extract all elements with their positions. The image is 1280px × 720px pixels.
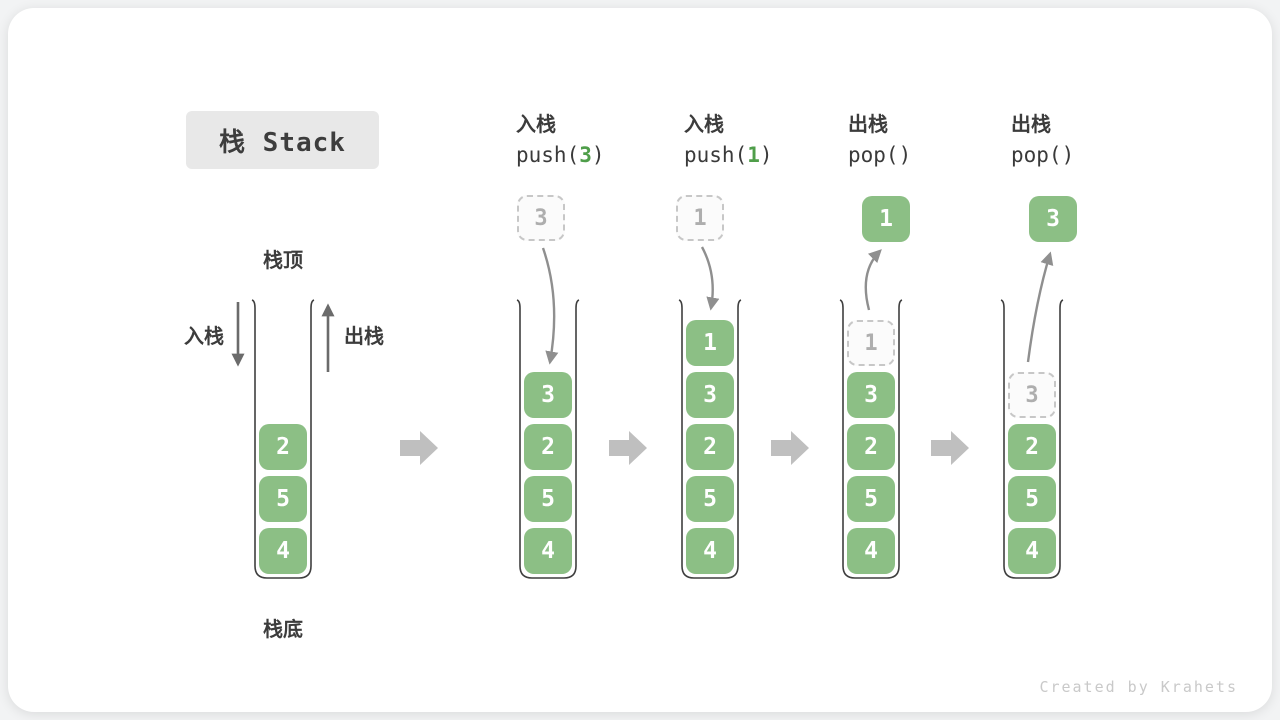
stack-cell: 5 bbox=[524, 476, 572, 522]
op-code-pop1: pop() bbox=[848, 143, 911, 167]
push-label: 入栈 bbox=[184, 326, 224, 348]
diagram-title: 栈 Stack bbox=[186, 111, 379, 169]
pop-label: 出栈 bbox=[344, 326, 384, 348]
popped-value-box: 3 bbox=[1029, 196, 1077, 242]
stack-cell: 1 bbox=[686, 320, 734, 366]
incoming-value-box: 1 bbox=[676, 195, 724, 241]
op-label-push3: 入栈 bbox=[516, 114, 556, 136]
code-arg: 3 bbox=[579, 143, 592, 167]
code-pre: pop() bbox=[1011, 143, 1075, 167]
code-pre: push( bbox=[516, 143, 580, 167]
code-post: ) bbox=[759, 143, 773, 167]
stack-cell: 5 bbox=[259, 476, 307, 522]
stack-cell: 4 bbox=[524, 528, 572, 574]
stack-cell: 3 bbox=[686, 372, 734, 418]
popped-value-box: 1 bbox=[862, 196, 910, 242]
ghost-cell: 1 bbox=[847, 320, 895, 366]
code-pre: pop() bbox=[848, 143, 912, 167]
ghost-cell: 3 bbox=[1008, 372, 1056, 418]
watermark: Created by Krahets bbox=[1039, 678, 1238, 696]
stack-cell: 3 bbox=[524, 372, 572, 418]
stack-cell: 2 bbox=[259, 424, 307, 470]
op-label-pop3: 出栈 bbox=[1011, 114, 1051, 136]
stack-cell: 2 bbox=[1008, 424, 1056, 470]
stack-cell: 2 bbox=[847, 424, 895, 470]
op-code-pop3: pop() bbox=[1011, 143, 1074, 167]
code-post: ) bbox=[591, 143, 605, 167]
stack-cell: 4 bbox=[686, 528, 734, 574]
stack-cell: 4 bbox=[259, 528, 307, 574]
stack-cell: 2 bbox=[686, 424, 734, 470]
stack-cell: 5 bbox=[686, 476, 734, 522]
code-pre: push( bbox=[684, 143, 748, 167]
op-code-push3: push(3) bbox=[516, 143, 605, 167]
op-label-pop1: 出栈 bbox=[848, 114, 888, 136]
stack-cell: 5 bbox=[1008, 476, 1056, 522]
code-arg: 1 bbox=[747, 143, 760, 167]
op-label-push1: 入栈 bbox=[684, 114, 724, 136]
incoming-value-box: 3 bbox=[517, 195, 565, 241]
stack-cell: 5 bbox=[847, 476, 895, 522]
stack-cell: 4 bbox=[1008, 528, 1056, 574]
op-code-push1: push(1) bbox=[684, 143, 773, 167]
stack-cell: 4 bbox=[847, 528, 895, 574]
stack-top-label: 栈顶 bbox=[263, 250, 303, 272]
stack-cell: 3 bbox=[847, 372, 895, 418]
stack-cell: 2 bbox=[524, 424, 572, 470]
stack-bottom-label: 栈底 bbox=[263, 619, 303, 641]
